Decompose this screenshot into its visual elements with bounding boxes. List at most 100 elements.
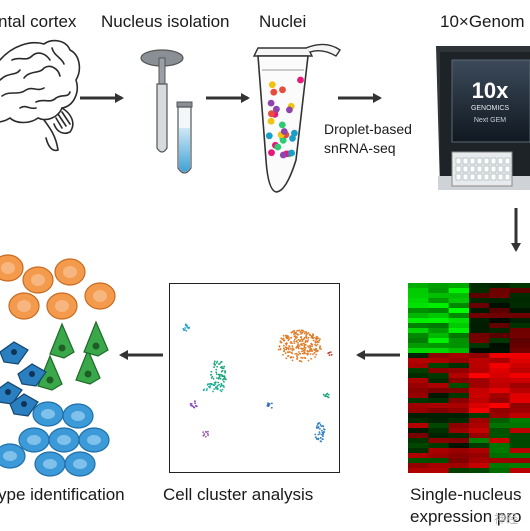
heatmap-cell	[509, 348, 530, 354]
chip-well	[462, 173, 469, 181]
cluster-point	[320, 348, 322, 350]
heatmap-cell	[469, 303, 490, 309]
nucleus-dot	[268, 110, 275, 118]
cluster-point	[313, 348, 315, 351]
nucleus-dot	[279, 137, 287, 144]
heatmap-cell	[469, 308, 490, 314]
cluster-point	[184, 327, 187, 329]
cluster-point	[305, 335, 307, 337]
cluster-point	[216, 365, 219, 368]
cluster-point	[216, 387, 219, 390]
heatmap-cell	[509, 383, 530, 389]
cluster-point	[323, 428, 325, 430]
cluster-point	[214, 383, 217, 385]
cluster-point	[290, 331, 293, 334]
cluster-point	[322, 431, 325, 433]
heatmap-cell	[428, 408, 450, 414]
heatmap-cell	[408, 318, 429, 324]
heatmap-cell	[469, 423, 490, 429]
heatmap-cell	[448, 353, 470, 359]
heatmap-cell	[448, 368, 470, 374]
heatmap-cell	[448, 378, 470, 384]
heatmap-cell	[469, 323, 490, 329]
blue-cell-core	[71, 411, 85, 421]
cluster-point	[185, 329, 188, 332]
cluster-point	[215, 368, 218, 371]
heatmap-cell	[408, 298, 429, 304]
tube-icon	[252, 43, 341, 193]
cluster-point	[194, 400, 196, 403]
cluster-point	[287, 348, 290, 351]
cell-cluster-label: Cell cluster analysis	[163, 485, 314, 504]
cluster-point	[326, 392, 329, 395]
heatmap-cell	[489, 468, 511, 473]
heatmap-cell	[448, 383, 470, 389]
cluster-point	[221, 388, 224, 391]
cluster-point	[191, 405, 194, 407]
chip-well	[469, 157, 476, 165]
heatmap-cell	[448, 348, 470, 354]
cluster-point	[297, 342, 299, 344]
cluster-point	[294, 353, 296, 355]
blue-cell-core	[41, 409, 55, 419]
heatmap-cell	[489, 403, 511, 409]
heatmap-cell	[469, 453, 490, 459]
heatmap-cell	[489, 453, 511, 459]
heatmap-cell	[428, 363, 450, 369]
heatmap-cell	[509, 398, 530, 404]
cluster-point	[317, 433, 320, 436]
cluster-point	[195, 405, 198, 408]
heatmap-cell	[408, 388, 429, 394]
cluster-point	[319, 440, 322, 442]
expression-heatmap	[408, 283, 530, 473]
heatmap-cell	[448, 468, 470, 473]
neuron-green-cell	[83, 320, 109, 357]
cluster-point	[330, 353, 333, 356]
heatmap-cell	[448, 303, 470, 309]
cluster-point	[300, 356, 302, 359]
cluster-point	[295, 331, 297, 334]
cluster-point	[219, 366, 222, 369]
heatmap-cell	[489, 363, 511, 369]
heatmap-cell	[448, 358, 470, 364]
chip-well	[483, 173, 490, 181]
cluster-point	[311, 350, 313, 353]
heatmap-cell	[509, 298, 530, 304]
cluster-point	[298, 351, 300, 353]
heatmap-cell	[448, 298, 470, 304]
heatmap-cell	[448, 338, 470, 344]
heatmap-cell	[509, 463, 530, 469]
heatmap-cell	[469, 298, 490, 304]
heatmap-cell	[489, 373, 511, 379]
heatmap-cell	[408, 438, 429, 444]
heatmap-cell	[509, 458, 530, 464]
cluster-point	[208, 383, 211, 385]
heatmap-cell	[489, 413, 511, 419]
droplet-label-line2: snRNA-seq	[324, 140, 396, 156]
cluster-point	[303, 330, 305, 333]
heatmap-cell	[469, 353, 490, 359]
chip-well	[476, 173, 483, 181]
heatmap-cell	[408, 313, 429, 319]
cluster-point	[300, 333, 302, 335]
chip-well	[497, 173, 504, 181]
cluster-point	[270, 406, 273, 409]
heatmap-cell	[469, 343, 490, 349]
cluster-point	[296, 330, 298, 332]
heatmap-cell	[509, 468, 530, 473]
cluster-point	[279, 348, 282, 351]
expression-label-line1: Single-nucleus	[410, 485, 522, 504]
cluster-point	[304, 340, 307, 342]
heatmap-cell	[428, 338, 450, 344]
heatmap-cell	[428, 413, 450, 419]
cluster-point	[186, 324, 188, 327]
heatmap-cell	[408, 323, 429, 329]
cluster-point	[309, 349, 312, 352]
cluster-point	[301, 350, 303, 353]
cluster-point	[301, 331, 304, 334]
cluster-point	[284, 352, 287, 355]
heatmap-cell	[489, 333, 511, 339]
nucleus-dot	[279, 151, 287, 159]
heatmap-cell	[428, 378, 450, 384]
cluster-point	[322, 433, 325, 435]
